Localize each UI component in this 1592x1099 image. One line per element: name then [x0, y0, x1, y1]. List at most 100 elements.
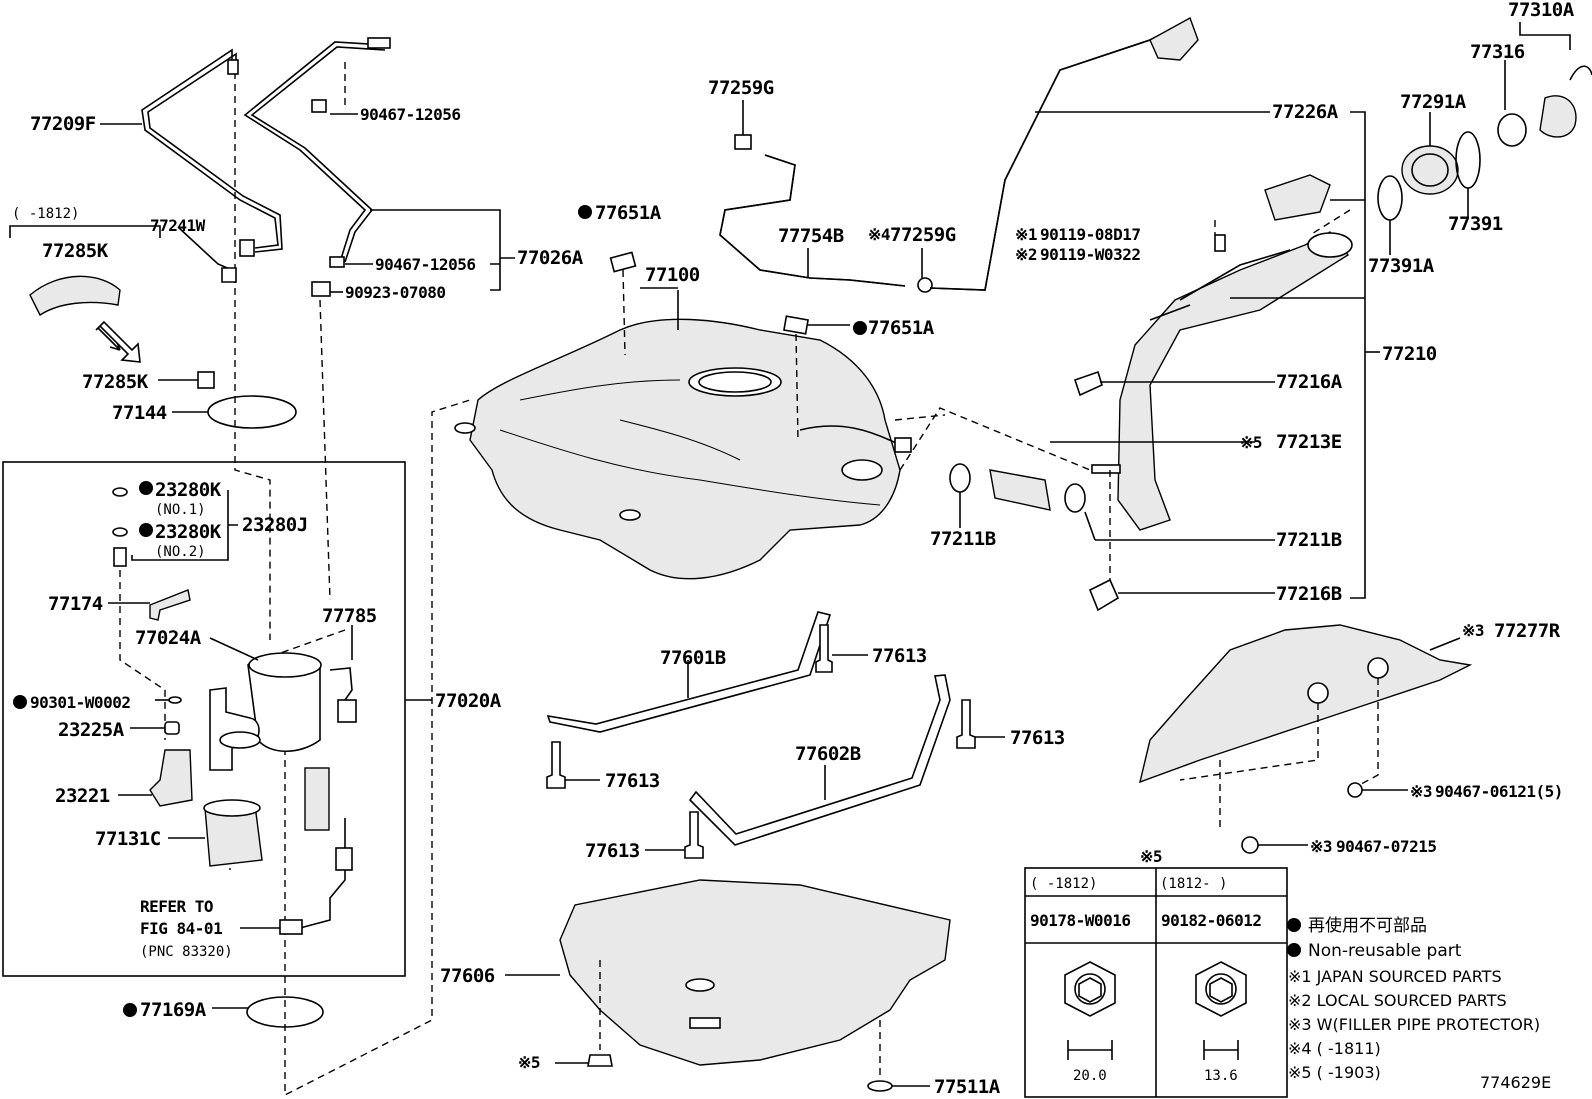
bolt-size-table [1024, 867, 1288, 1098]
label-77310A: 77310A [1508, 0, 1575, 21]
mark-1: ※1 [1015, 225, 1037, 244]
label-77285K: 77285K [42, 240, 109, 262]
label-90119-W0322: 90119-W0322 [1040, 245, 1140, 264]
nonreusable-dot [853, 321, 867, 335]
table-col1-dim: 20.0 [1073, 1068, 1107, 1084]
label-77024A: 77024A [135, 627, 202, 649]
label-1812: ( -1812) [12, 206, 79, 222]
label-90467-07215: 90467-07215 [1336, 837, 1436, 856]
label-77601B: 77601B [660, 647, 726, 669]
pad-77651A-a [609, 251, 637, 273]
gasket-77169A [246, 996, 324, 1028]
label-77226A: 77226A [1272, 101, 1339, 123]
label-90301-W0002: 90301-W0002 [30, 693, 130, 712]
label-77606: 77606 [440, 965, 495, 987]
label-pnc-83320: (PNC 83320) [140, 944, 233, 960]
mark-5-b: ※5 [518, 1053, 540, 1072]
label-77020A: 77020A [435, 690, 502, 712]
label-90923-07080: 90923-07080 [345, 283, 445, 302]
label-77613-d: 77613 [585, 840, 640, 862]
label-77613-a: 77613 [872, 645, 927, 667]
label-77026A: 77026A [517, 247, 584, 269]
label-77241W: 77241W [150, 216, 206, 235]
label-fig-84-01: FIG 84-01 [140, 919, 222, 938]
nonreusable-dot [139, 481, 153, 495]
label-77210: 77210 [1382, 343, 1437, 365]
label-23221: 23221 [55, 785, 110, 807]
label-23280K-2: 23280K [155, 521, 222, 543]
fuel-pump-assembly-box [2, 461, 406, 977]
pad-77651A-b [783, 315, 809, 335]
label-77391A: 77391A [1368, 255, 1435, 277]
fuel-pump-motor-23221 [149, 749, 193, 807]
label-77754B: 77754B [778, 225, 844, 247]
label-refer-to: REFER TO [140, 897, 213, 916]
label-77209F: 77209F [30, 113, 96, 135]
label-77216B: 77216B [1276, 583, 1342, 605]
table-col1-head: ( -1812) [1030, 876, 1097, 892]
label-77602B: 77602B [795, 743, 861, 765]
label-77211B-b: 77211B [1276, 529, 1342, 551]
fuel-tank-77100 [469, 318, 901, 580]
table-col2-dim: 13.6 [1204, 1068, 1238, 1084]
label-77651A-b: 77651A [868, 317, 935, 339]
cover-77285K [29, 275, 121, 317]
label-90119-08D17: 90119-08D17 [1040, 225, 1140, 244]
figure-id: 774629E [1480, 1073, 1551, 1092]
label-90467-12056-b: 90467-12056 [375, 255, 475, 274]
label-77174: 77174 [48, 593, 103, 615]
label-77511A: 77511A [934, 1076, 1001, 1098]
mark-3-c: ※3 [1310, 837, 1332, 856]
label-77277R: 77277R [1494, 620, 1561, 642]
nonreusable-dot [139, 523, 153, 537]
label-77169A: 77169A [140, 999, 207, 1021]
label-90467-12056-a: 90467-12056 [360, 105, 460, 124]
table-col1-part: 90178-W0016 [1030, 911, 1130, 930]
under-cover-77606 [559, 879, 951, 1066]
table-col2-part: 90182-06012 [1161, 911, 1261, 930]
mark-3-a: ※3 [1462, 621, 1484, 640]
label-77216A: 77216A [1276, 371, 1343, 393]
label-23225A: 23225A [58, 719, 125, 741]
mark-2: ※2 [1015, 245, 1037, 264]
nonreusable-dot [13, 695, 27, 709]
mark-3-b: ※3 [1410, 782, 1432, 801]
nonreusable-dot [1287, 918, 1301, 932]
label-77651A-a: 77651A [595, 202, 662, 224]
label-77785: 77785 [322, 605, 377, 627]
band-77601B [546, 611, 832, 733]
nonreusable-dot [123, 1003, 137, 1017]
gasket-77391A [1377, 175, 1403, 221]
label-77213E: 77213E [1276, 431, 1342, 453]
legend-note-1: ※1 JAPAN SOURCED PARTS [1288, 967, 1502, 986]
fuel-cap-77310A [1539, 95, 1577, 138]
label-77144: 77144 [112, 402, 167, 424]
label-90467-06121: 90467-06121(5) [1435, 782, 1563, 801]
table-col2-head: (1812- ) [1160, 876, 1227, 892]
gasket-77391 [1455, 131, 1481, 189]
label-no2: (NO.2) [155, 544, 206, 560]
mark-4: ※4 [868, 225, 890, 244]
label-23280J: 23280J [242, 514, 308, 536]
legend-note-2: ※2 LOCAL SOURCED PARTS [1288, 991, 1507, 1010]
label-23280K-1: 23280K [155, 479, 222, 501]
gasket-77316 [1497, 113, 1527, 147]
label-77291A: 77291A [1400, 91, 1467, 113]
label-77259G-b: 77259G [890, 224, 956, 246]
legend-note-3: ※3 W(FILLER PIPE PROTECTOR) [1288, 1015, 1540, 1034]
label-77131C: 77131C [95, 828, 161, 850]
nonreusable-dot [578, 205, 592, 219]
legend-nonreusable-en: Non-reusable part [1308, 941, 1462, 961]
bracket-77174 [149, 589, 191, 621]
label-no1: (NO.1) [155, 502, 206, 518]
tube-77209F [141, 48, 279, 249]
label-77259G: 77259G [708, 77, 774, 99]
protector-77277R [1139, 624, 1473, 784]
label-77100: 77100 [645, 264, 700, 286]
tube-77026A [243, 41, 386, 263]
label-77285K-b: 77285K [82, 371, 149, 393]
label-77613-b: 77613 [1010, 727, 1065, 749]
band-77602B [688, 674, 951, 846]
legend-note-4: ※4 ( -1811) [1288, 1039, 1381, 1058]
